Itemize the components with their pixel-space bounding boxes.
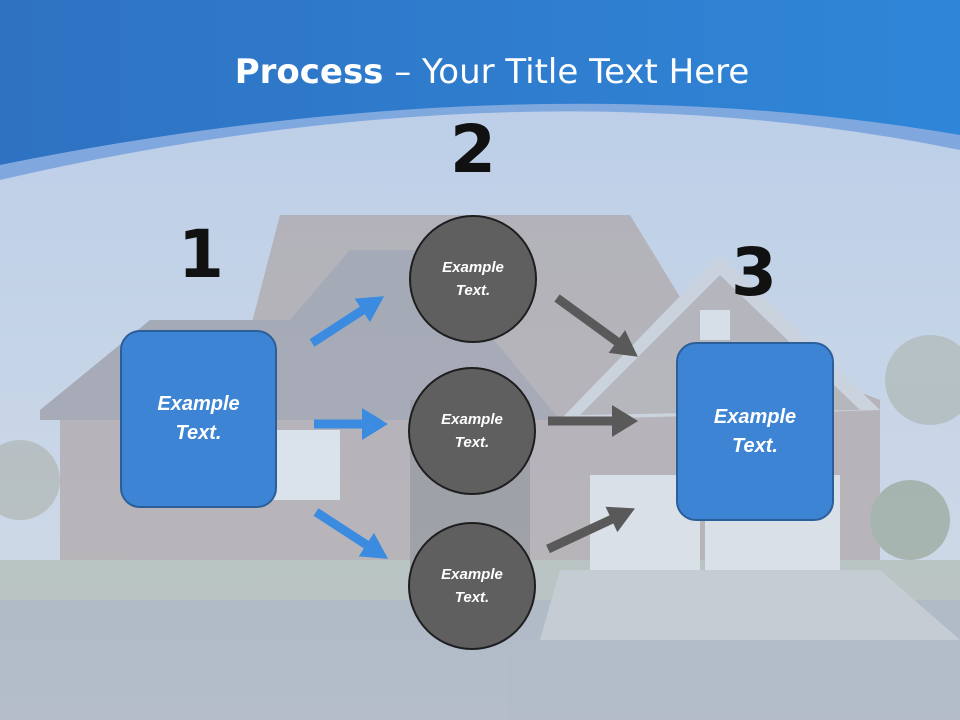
- step-2-circle-text: Example Text.: [442, 259, 504, 299]
- step-1-box: Example Text.: [120, 330, 277, 508]
- step-2-circle-top: Example Text.: [409, 215, 537, 343]
- step-number-2: 2: [450, 111, 496, 188]
- step-number-1: 1: [178, 216, 224, 293]
- arrow-gray-down: [554, 294, 638, 357]
- slide-title: Process – Your Title Text Here: [0, 52, 960, 92]
- step-3-text: Example Text.: [713, 405, 797, 457]
- arrow-blue-up: [309, 296, 385, 347]
- arrow-blue-down: [313, 508, 389, 559]
- step-number-3: 3: [731, 234, 777, 311]
- step-2-circle-middle: Example Text.: [408, 367, 536, 495]
- arrow-gray-up: [546, 506, 636, 554]
- step-2-circle-bottom: Example Text.: [408, 522, 536, 650]
- step-1-text: Example Text.: [157, 393, 240, 444]
- step-2-circle-text: Example Text.: [441, 411, 503, 451]
- arrow-gray-right: [548, 405, 638, 437]
- step-2-circle-text: Example Text.: [441, 566, 503, 606]
- arrow-blue-right: [314, 408, 388, 440]
- step-3-box: Example Text.: [676, 342, 834, 521]
- title-rest: – Your Title Text Here: [383, 52, 750, 92]
- title-bold: Process: [234, 52, 384, 92]
